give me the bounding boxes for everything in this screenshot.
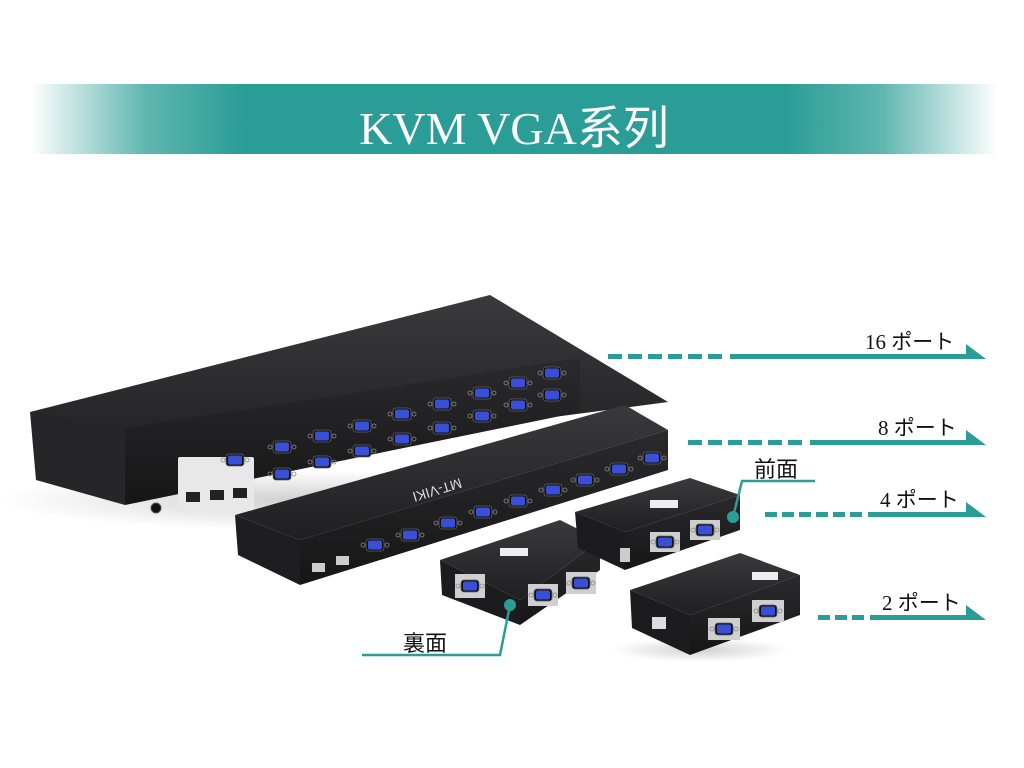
label-2-port: 2 ポート [882,591,961,615]
callout-back-label: 裏面 [403,631,448,656]
kvm-8-port-device: MT-VIKI [235,405,668,585]
title-banner: KVM VGA系列 [30,84,998,154]
arrow-4-port [765,502,986,517]
banner-title: KVM VGA系列 [359,103,669,154]
label-4-port: 4 ポート [880,488,959,512]
callout-back-dot [504,599,516,611]
arrow-16-port [608,344,986,359]
label-16-port: 16 ポート [865,330,955,354]
callout-front-dot [727,511,739,523]
label-8-port: 8 ポート [878,416,957,440]
kvm-2-port-device [610,553,800,662]
arrow-2-port [818,605,986,620]
callout-back-line [362,604,512,657]
kvm-4-port-device [440,520,600,625]
kvm-4-port-front-device [575,478,740,570]
callout-front-label: 前面 [754,457,799,482]
arrow-8-port [688,430,986,445]
callout-front-line [731,479,815,518]
